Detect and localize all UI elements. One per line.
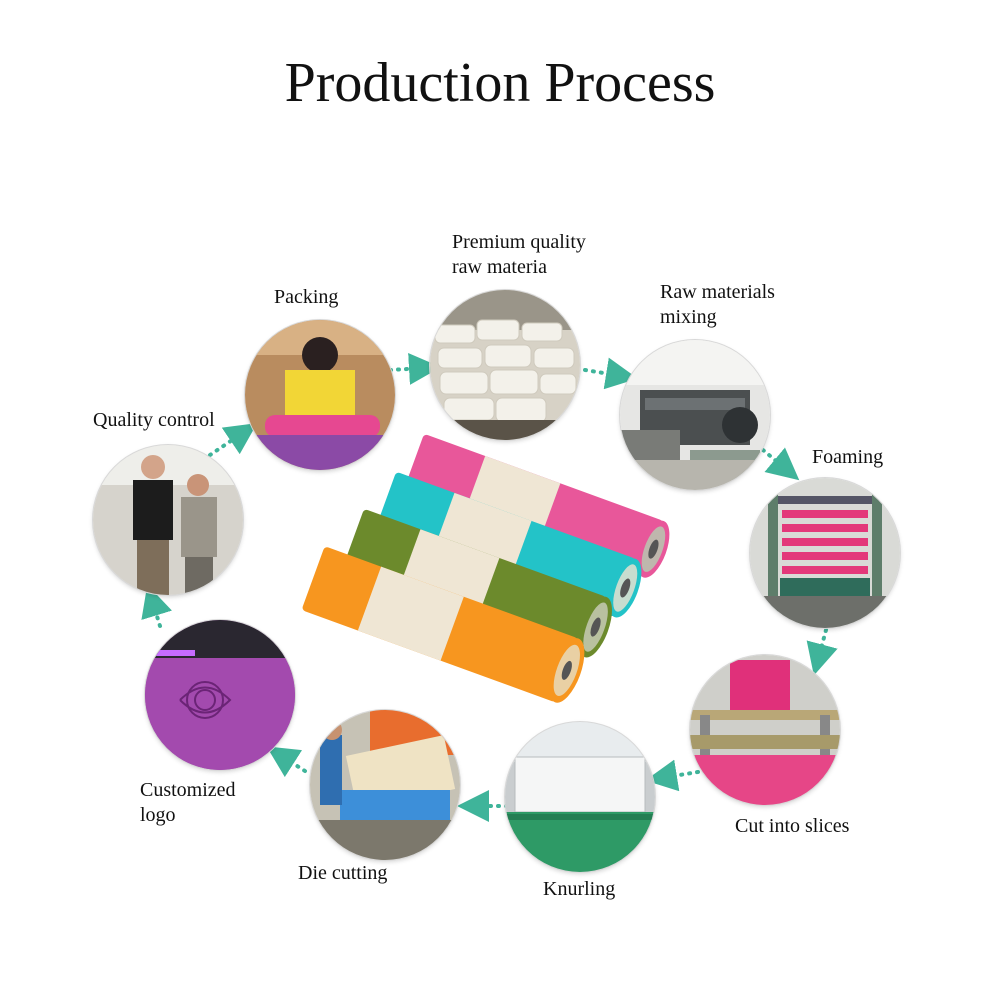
step-photo-mixing (620, 340, 770, 490)
label-knurling: Knurling (543, 877, 615, 902)
step-photo-customized-logo (145, 620, 295, 770)
step-photo-raw-materials (430, 290, 580, 440)
arrow-slices-to-knurling (645, 759, 700, 792)
step-photo-packing (245, 320, 395, 470)
label-foaming: Foaming (812, 445, 883, 470)
arrow-logo-to-qc (141, 584, 172, 628)
label-die-cutting: Die cutting (298, 861, 387, 886)
arrow-packing-to-raw (388, 352, 441, 385)
label-customized-logo-line2: logo (140, 804, 176, 826)
label-mixing-line1: Raw materials (660, 281, 775, 303)
label-mixing-line2: mixing (660, 306, 717, 328)
label-customized-logo: Customized logo (140, 778, 236, 828)
label-die-cutting-line1: Die cutting (298, 862, 388, 884)
label-cut-slices: Cut into slices (735, 814, 849, 839)
label-foaming-line1: Foaming (812, 446, 884, 468)
step-photo-foaming (750, 478, 900, 628)
label-raw-materials-line1: Premium quality (452, 231, 586, 253)
step-photo-cut-slices (690, 655, 840, 805)
arrow-raw-to-mixing (583, 357, 638, 390)
arrow-qc-to-packing (208, 423, 258, 457)
step-photo-quality-control (93, 445, 243, 595)
label-quality-control-line1: Quality control (93, 409, 215, 431)
label-mixing: Raw materials mixing (660, 280, 775, 330)
label-raw-materials-line2: raw materia (452, 256, 547, 278)
label-quality-control: Quality control (93, 408, 215, 433)
label-packing-line1: Packing (274, 286, 339, 308)
label-knurling-line1: Knurling (543, 878, 616, 900)
label-packing: Packing (274, 285, 338, 310)
step-photo-knurling (505, 722, 655, 872)
arrow-mixing-to-foaming (761, 447, 800, 481)
step-photo-die-cutting (310, 710, 460, 860)
page-title: Production Process (284, 52, 716, 114)
label-customized-logo-line1: Customized (140, 779, 236, 801)
arrow-foaming-to-slices (806, 628, 838, 676)
arrow-die-to-logo (266, 746, 307, 778)
label-cut-slices-line1: Cut into slices (735, 815, 850, 837)
label-raw-materials: Premium quality raw materia (452, 230, 586, 280)
